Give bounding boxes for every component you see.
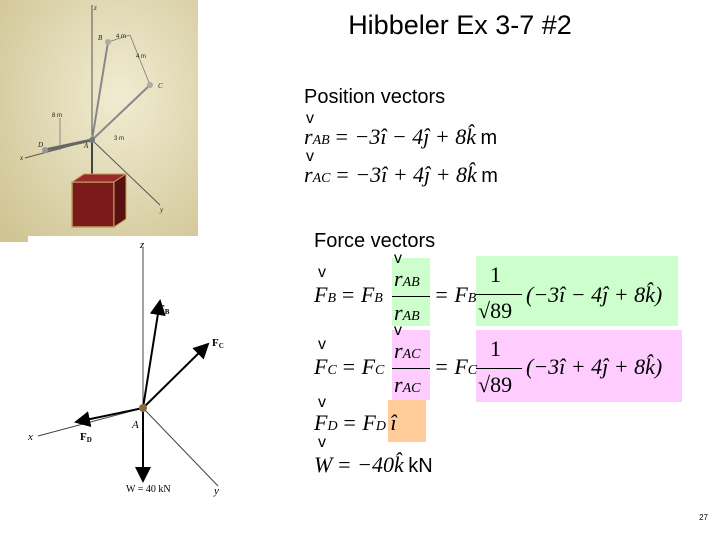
equation-fc-lhs: FC = FC xyxy=(314,354,385,379)
slide-title: Hibbeler Ex 3-7 #2 xyxy=(348,10,572,40)
equation-rab: rAB = −3î − 4ĵ + 8k̂ m xyxy=(304,124,498,149)
page-number: 27 xyxy=(699,513,708,522)
vector-mark-rab: v xyxy=(306,110,314,127)
vector-mark-fb: v xyxy=(318,264,326,281)
highlight-fd-unit xyxy=(388,400,426,442)
photo-dim-8m: 8 m xyxy=(52,113,62,119)
photo-label-x: x xyxy=(19,154,24,162)
fb-root: √89 xyxy=(478,298,513,323)
photo-label-b: B xyxy=(98,34,103,42)
fbd-label-a: A xyxy=(131,419,139,431)
free-body-diagram: z x y A FB FC FD W = 40 kN xyxy=(28,236,298,502)
fc-fraction-num: rAC xyxy=(394,338,421,363)
fb-eq2: = FB xyxy=(434,282,477,307)
vector-mark-rac-num: v xyxy=(394,322,402,339)
equation-fb-lhs: FB = FB xyxy=(314,282,383,307)
highlight-rab-unit xyxy=(392,258,430,326)
vector-mark-fd: v xyxy=(318,394,326,411)
photo-dim-4m-b: 4 m xyxy=(136,54,146,60)
fb-fraction-num: rAB xyxy=(394,266,420,291)
vector-mark-rab-num: v xyxy=(394,250,402,267)
fbd-label-w: W = 40 kN xyxy=(126,484,171,495)
fb-fraction-bar xyxy=(392,296,430,297)
highlight-rac-unit xyxy=(392,330,430,400)
fc-vector: (−3î + 4ĵ + 8k̂) xyxy=(526,354,663,379)
fc-eq2: = FC xyxy=(434,354,478,379)
fbd-label-fd: FD xyxy=(80,431,92,444)
vector-mark-fc: v xyxy=(318,336,326,353)
fc-one: 1 xyxy=(490,336,501,361)
equation-rac: rAC = −3î + 4ĵ + 8k̂ m xyxy=(304,162,498,187)
fc-fraction-bar xyxy=(392,368,430,369)
fbd-label-fb: FB xyxy=(158,303,170,316)
fc-fraction-den: rAC xyxy=(394,372,421,397)
fb-one: 1 xyxy=(490,262,501,287)
highlight-fc-vector xyxy=(476,330,682,402)
fbd-label-z: z xyxy=(139,239,145,251)
vector-mark-rac: v xyxy=(306,148,314,165)
equation-fd: FD = FD î xyxy=(314,410,397,435)
photo-dim-4m-a: 4 m xyxy=(116,34,126,40)
photo-label-y: y xyxy=(159,206,164,214)
photo-label-d: D xyxy=(37,141,43,149)
structure-photo: z B C A D x y 4 m 4 m 8 m 3 m xyxy=(0,0,198,242)
highlight-fb-vector xyxy=(476,256,678,326)
fb-one-bar xyxy=(476,294,522,295)
photo-dim-3m: 3 m xyxy=(114,136,124,142)
photo-label-c: C xyxy=(158,82,163,90)
fbd-label-fc: FC xyxy=(212,337,224,350)
fbd-label-x: x xyxy=(28,431,33,443)
fbd-label-y: y xyxy=(213,485,219,497)
position-vectors-heading: Position vectors xyxy=(304,86,446,108)
photo-label-z: z xyxy=(93,4,97,12)
fb-fraction-den: rAB xyxy=(394,300,420,325)
fc-one-bar xyxy=(476,368,522,369)
fb-vector: (−3î − 4ĵ + 8k̂) xyxy=(526,282,663,307)
fc-root: √89 xyxy=(478,372,513,397)
equation-w: W = −40k̂ kN xyxy=(314,452,433,477)
photo-label-a: A xyxy=(83,142,89,150)
vector-mark-w: v xyxy=(318,434,326,451)
force-vectors-heading: Force vectors xyxy=(314,230,436,252)
